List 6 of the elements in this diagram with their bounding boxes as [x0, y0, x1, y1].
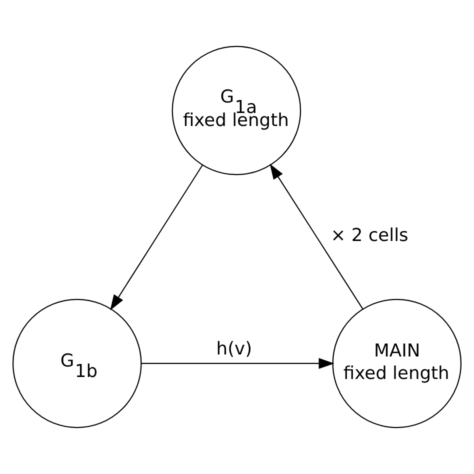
edge-label: h(v) [216, 338, 252, 360]
arrow [141, 358, 334, 369]
arrow [270, 164, 364, 310]
edge-label: × 2 cells [330, 225, 408, 246]
arrow [110, 164, 203, 310]
node-circle: MAIN fixed length [332, 298, 462, 428]
